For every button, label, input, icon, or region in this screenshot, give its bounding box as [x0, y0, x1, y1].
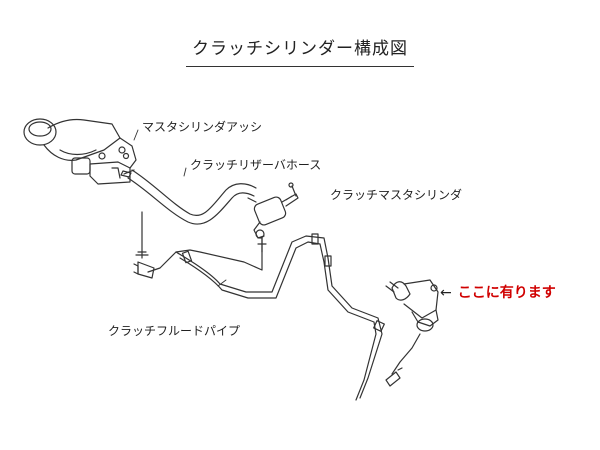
connection-leaders [135, 211, 267, 259]
master-cylinder-assembly [23, 118, 137, 185]
callout-arrow: ← [440, 285, 452, 301]
diagram-title: クラッチシリンダー構成図 [192, 39, 408, 59]
callout-text: ここに有ります [457, 285, 556, 301]
clutch-master-cylinder-part [247, 182, 299, 239]
label-clutch-master-cylinder: クラッチマスタシリンダ [330, 188, 463, 202]
callout: ← ここに有ります [440, 282, 556, 302]
label-leaders [133, 129, 293, 287]
reservoir-hose [120, 169, 257, 225]
title-underline [186, 66, 414, 67]
clutch-fluid-pipe [133, 233, 385, 401]
clutch-release-cylinder [385, 279, 439, 387]
label-master-cylinder-assembly: マスタシリンダアッシ [142, 120, 263, 134]
label-clutch-fluid-pipe: クラッチフルードパイプ [108, 324, 241, 338]
label-reservoir-hose: クラッチリザーバホース [190, 158, 322, 172]
